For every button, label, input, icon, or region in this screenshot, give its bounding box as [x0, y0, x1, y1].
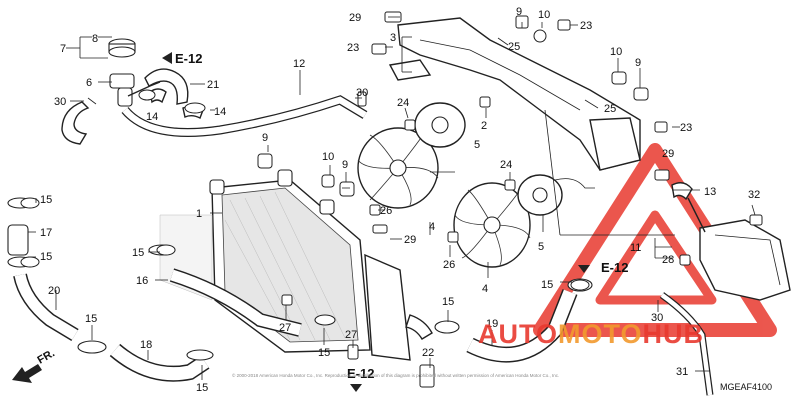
- watermark-logo: AUTOMOTOHUB: [478, 319, 704, 349]
- front-label: FR.: [36, 347, 57, 366]
- fan-lower: [453, 174, 595, 268]
- front-direction-indicator: FR.: [12, 347, 57, 383]
- callout-1: 1: [196, 208, 202, 220]
- watermark-auto: AUTO: [478, 319, 558, 349]
- callout-15: 15: [85, 313, 97, 325]
- reference-e12-bottom: E-12: [347, 366, 374, 381]
- callout-18: 18: [140, 339, 152, 351]
- callout-2: 2: [481, 120, 487, 132]
- callout-15: 15: [40, 194, 52, 206]
- watermark-hub: HUB: [643, 319, 705, 349]
- callout-15: 15: [40, 251, 52, 263]
- callout-7: 7: [60, 43, 66, 55]
- callout-9: 9: [342, 159, 348, 171]
- callout-29: 29: [662, 148, 674, 160]
- callout-14: 14: [146, 111, 158, 123]
- callout-17: 17: [40, 227, 52, 239]
- callout-20: 20: [48, 285, 60, 297]
- callout-23: 23: [680, 122, 692, 134]
- callout-15: 15: [196, 382, 208, 394]
- watermark-moto: MOTO: [558, 319, 643, 349]
- reserve-tank: [659, 182, 791, 396]
- callout-28: 28: [662, 254, 674, 266]
- callout-15: 15: [132, 247, 144, 259]
- callout-27: 27: [279, 322, 291, 334]
- fasteners: [20, 11, 763, 388]
- callout-29: 29: [404, 234, 416, 246]
- callout-30: 30: [356, 87, 368, 99]
- callout-30: 30: [54, 96, 66, 108]
- hose-12: [121, 95, 368, 137]
- front-arrow-icon: [12, 364, 42, 383]
- callout-22: 22: [422, 347, 434, 359]
- callout-15: 15: [442, 296, 454, 308]
- callout-4: 4: [429, 221, 435, 233]
- callout-15: 15: [541, 279, 553, 291]
- callout-26: 26: [443, 259, 455, 271]
- reference-arrow-icon: [578, 265, 590, 273]
- callout-13: 13: [704, 186, 716, 198]
- callout-21: 21: [207, 79, 219, 91]
- callout-23: 23: [580, 20, 592, 32]
- callout-5: 5: [474, 139, 480, 151]
- callout-3: 3: [390, 32, 396, 44]
- reference-labels: E-12 E-12 E-12: [162, 51, 628, 392]
- fan-bracket: [388, 17, 641, 171]
- callout-5: 5: [538, 241, 544, 253]
- callout-9: 9: [262, 132, 268, 144]
- reference-arrow-icon: [350, 384, 362, 392]
- copyright-notice: © 2000-2018 American Honda Motor Co., In…: [232, 372, 559, 378]
- callout-24: 24: [500, 159, 512, 171]
- reference-arrow-icon: [162, 52, 172, 64]
- callout-numbers: 7 8 6 30 14 14 21 12 30 29 23 3 9 10 23 …: [40, 6, 760, 394]
- leader-lines: [28, 16, 756, 380]
- callout-23: 23: [347, 42, 359, 54]
- svg-text:AUTOMOTOHUB: AUTOMOTOHUB: [478, 319, 704, 349]
- callout-10: 10: [610, 46, 622, 58]
- callout-29: 29: [349, 12, 361, 24]
- callout-27: 27: [345, 329, 357, 341]
- reference-e12-right: E-12: [601, 260, 628, 275]
- reference-e12-top: E-12: [175, 51, 202, 66]
- callout-16: 16: [136, 275, 148, 287]
- callout-25: 25: [604, 103, 616, 115]
- callout-25: 25: [508, 41, 520, 53]
- callout-8: 8: [92, 33, 98, 45]
- callout-9: 9: [516, 6, 522, 18]
- fan-upper: [357, 102, 466, 209]
- callout-30: 30: [651, 312, 663, 324]
- callout-10: 10: [322, 151, 334, 163]
- callout-19: 19: [486, 318, 498, 330]
- callout-26: 26: [380, 205, 392, 217]
- callout-9: 9: [635, 57, 641, 69]
- callout-11: 11: [630, 242, 641, 254]
- callout-10: 10: [538, 9, 550, 21]
- callout-14: 14: [214, 106, 226, 118]
- callout-24: 24: [397, 97, 409, 109]
- diagram-code: MGEAF4100: [720, 382, 772, 392]
- callout-6: 6: [86, 77, 92, 89]
- callout-4: 4: [482, 283, 488, 295]
- callout-12: 12: [293, 58, 305, 70]
- callout-31: 31: [676, 366, 688, 378]
- callout-32: 32: [748, 189, 760, 201]
- callout-15: 15: [318, 347, 330, 359]
